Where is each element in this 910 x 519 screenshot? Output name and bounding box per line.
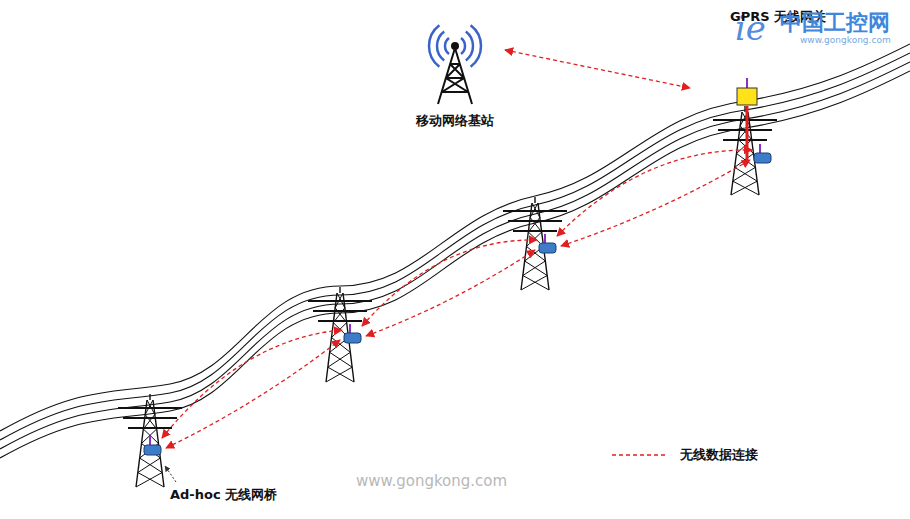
pylon [503,197,567,290]
leader-line [165,466,176,482]
wireless-link [505,50,690,88]
watermark-url: www.gongkong.com [356,472,507,490]
pylon [118,394,182,487]
power-line [0,53,910,440]
base-station: 移动网络基站 [405,14,505,132]
wireless-link [561,160,750,246]
adhoc-bridge [344,333,361,343]
power-line [0,44,910,431]
node-label: 移动网络基站 [416,112,494,130]
wireless-link [166,340,340,448]
watermark-logo: 中国工控网 [780,8,890,38]
wireless-link [557,150,752,236]
adhoc-bridge [539,243,556,253]
wireless-link [162,330,342,438]
pylon [308,287,372,382]
adhoc-bridge [754,153,771,163]
adhoc-bridge [144,445,161,455]
watermark-url: www.gongkong.com [800,35,891,45]
wireless-link [362,240,537,326]
legend-text: 无线数据连接 [680,446,758,464]
power-line [0,62,910,449]
bridge-label: Ad-hoc 无线网桥 [170,486,277,504]
power-line [0,71,910,458]
gateway-mast [746,106,749,160]
wireless-link [366,250,535,336]
legend-line [612,454,668,455]
